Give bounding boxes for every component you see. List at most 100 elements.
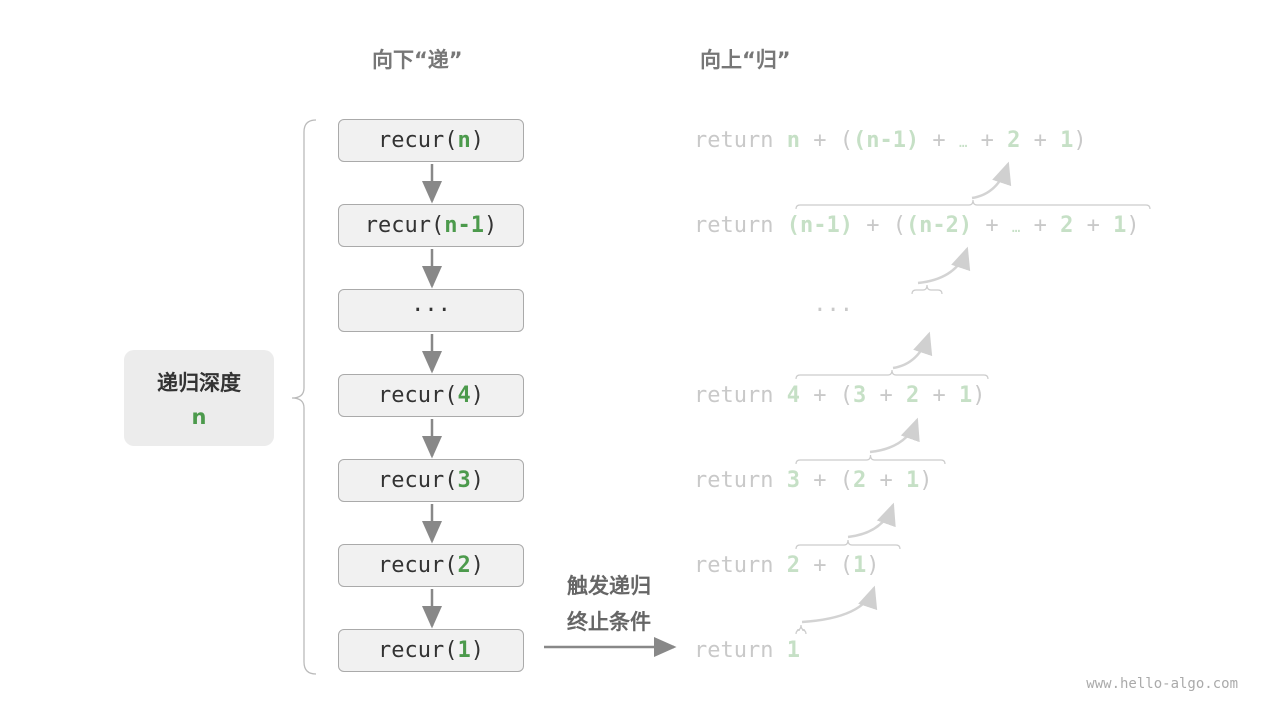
watermark: www.hello-algo.com [1086,676,1238,692]
expr-part: + [866,468,906,493]
depth-brace [291,119,317,675]
call-prefix: recur( [378,128,458,153]
expr-part: 3 [852,383,867,408]
expr-part: 1 [852,553,867,578]
expr-part: ) [1126,213,1140,238]
termination-line-2: 终止条件 [567,610,651,634]
expr-part: 4 [786,383,800,408]
brace [795,539,901,550]
brace [795,454,946,465]
return-expression: return (n-1) + ((n-2) + … + 2 + 1) [694,211,1140,243]
up-arrow [869,417,920,454]
termination-label: 触发递归 终止条件 [556,568,662,640]
return-expression: return 4 + (3 + 2 + 1) [694,381,985,411]
expr-part: 1 [786,638,800,663]
call-arg: 4 [457,383,471,408]
expr-part: 2 [1007,128,1021,153]
up-arrow [892,331,933,370]
expr-part: 1 [1060,128,1074,153]
expr-part: ) [919,468,933,493]
expr-part: 1 [905,468,920,493]
call-prefix: recur( [378,468,458,493]
expr-part: return [694,468,787,493]
call-suffix: ) [470,638,484,663]
expr-part: return [694,383,787,408]
expr-part: + [972,213,1012,238]
expr-part: 3 [786,468,800,493]
recur-call-box: recur(2) [338,544,524,587]
return-expression: return n + ((n-1) + … + 2 + 1) [694,126,1087,158]
up-arrow [801,585,878,624]
expr-part: (n-1) [852,128,920,153]
expr-part: + ( [799,383,853,408]
expr-part: + [919,383,959,408]
expr-part: return [694,553,787,578]
call-suffix: ··· [411,298,451,323]
expr-part: n [786,128,800,153]
recur-call-box: recur(n-1) [338,204,524,247]
up-arrow [917,246,971,285]
brace [795,624,807,635]
depth-value: n [191,405,207,429]
expr-part: return [694,213,787,238]
expr-part: + [967,128,1008,153]
brace [795,369,989,380]
expr-part: ··· [694,298,853,323]
depth-label: 递归深度 n [124,350,274,446]
call-suffix: ) [470,468,484,493]
expr-part: + [1073,213,1114,238]
call-arg: n-1 [444,213,484,238]
return-expression: return 2 + (1) [694,551,879,581]
call-arg: n [457,128,471,153]
call-suffix: ) [483,213,498,238]
expr-part: 2 [786,553,800,578]
return-expression: ··· [694,296,853,326]
expr-part: + ( [799,553,853,578]
call-prefix: recur( [378,383,458,408]
call-suffix: ) [470,128,484,153]
call-prefix: recur( [378,553,458,578]
termination-line-1: 触发递归 [567,574,651,598]
expr-part: 2 [852,468,867,493]
expr-part: (n-1) [786,213,853,238]
expr-part: 1 [958,383,973,408]
expr-part: + [1020,128,1061,153]
expr-part: ) [866,553,880,578]
call-arg: 3 [457,468,471,493]
up-arrow [847,502,896,539]
recur-call-box: recur(3) [338,459,524,502]
expr-part: ) [1073,128,1087,153]
call-suffix: ) [470,553,484,578]
expr-part: + ( [852,213,906,238]
expr-part: return [694,638,787,663]
depth-title: 递归深度 [157,371,241,395]
expr-part: … [958,135,968,151]
recur-call-box: recur(1) [338,629,524,672]
expr-part: + [866,383,906,408]
brace [911,284,943,295]
expr-part: 1 [1113,213,1127,238]
expr-part: return [694,128,787,153]
expr-part: 2 [1060,213,1074,238]
expr-part: 2 [905,383,920,408]
recur-call-box: recur(n) [338,119,524,162]
call-prefix: recur( [378,638,458,663]
call-arg: 2 [457,553,471,578]
recur-call-box: recur(4) [338,374,524,417]
call-arg: 1 [457,638,471,663]
expr-part: + ( [799,128,853,153]
brace [795,199,1151,210]
expr-part: + ( [799,468,853,493]
recur-call-box: ··· [338,289,524,332]
expr-part: + [919,128,959,153]
call-prefix: recur( [364,213,445,238]
expr-part: + [1020,213,1061,238]
header-down: 向下“递” [372,48,463,72]
expr-part: … [1011,220,1021,236]
return-expression: return 1 [694,636,800,666]
expr-part: ) [972,383,986,408]
expr-part: (n-2) [905,213,973,238]
call-suffix: ) [470,383,484,408]
return-expression: return 3 + (2 + 1) [694,466,932,496]
up-arrow [971,161,1012,200]
